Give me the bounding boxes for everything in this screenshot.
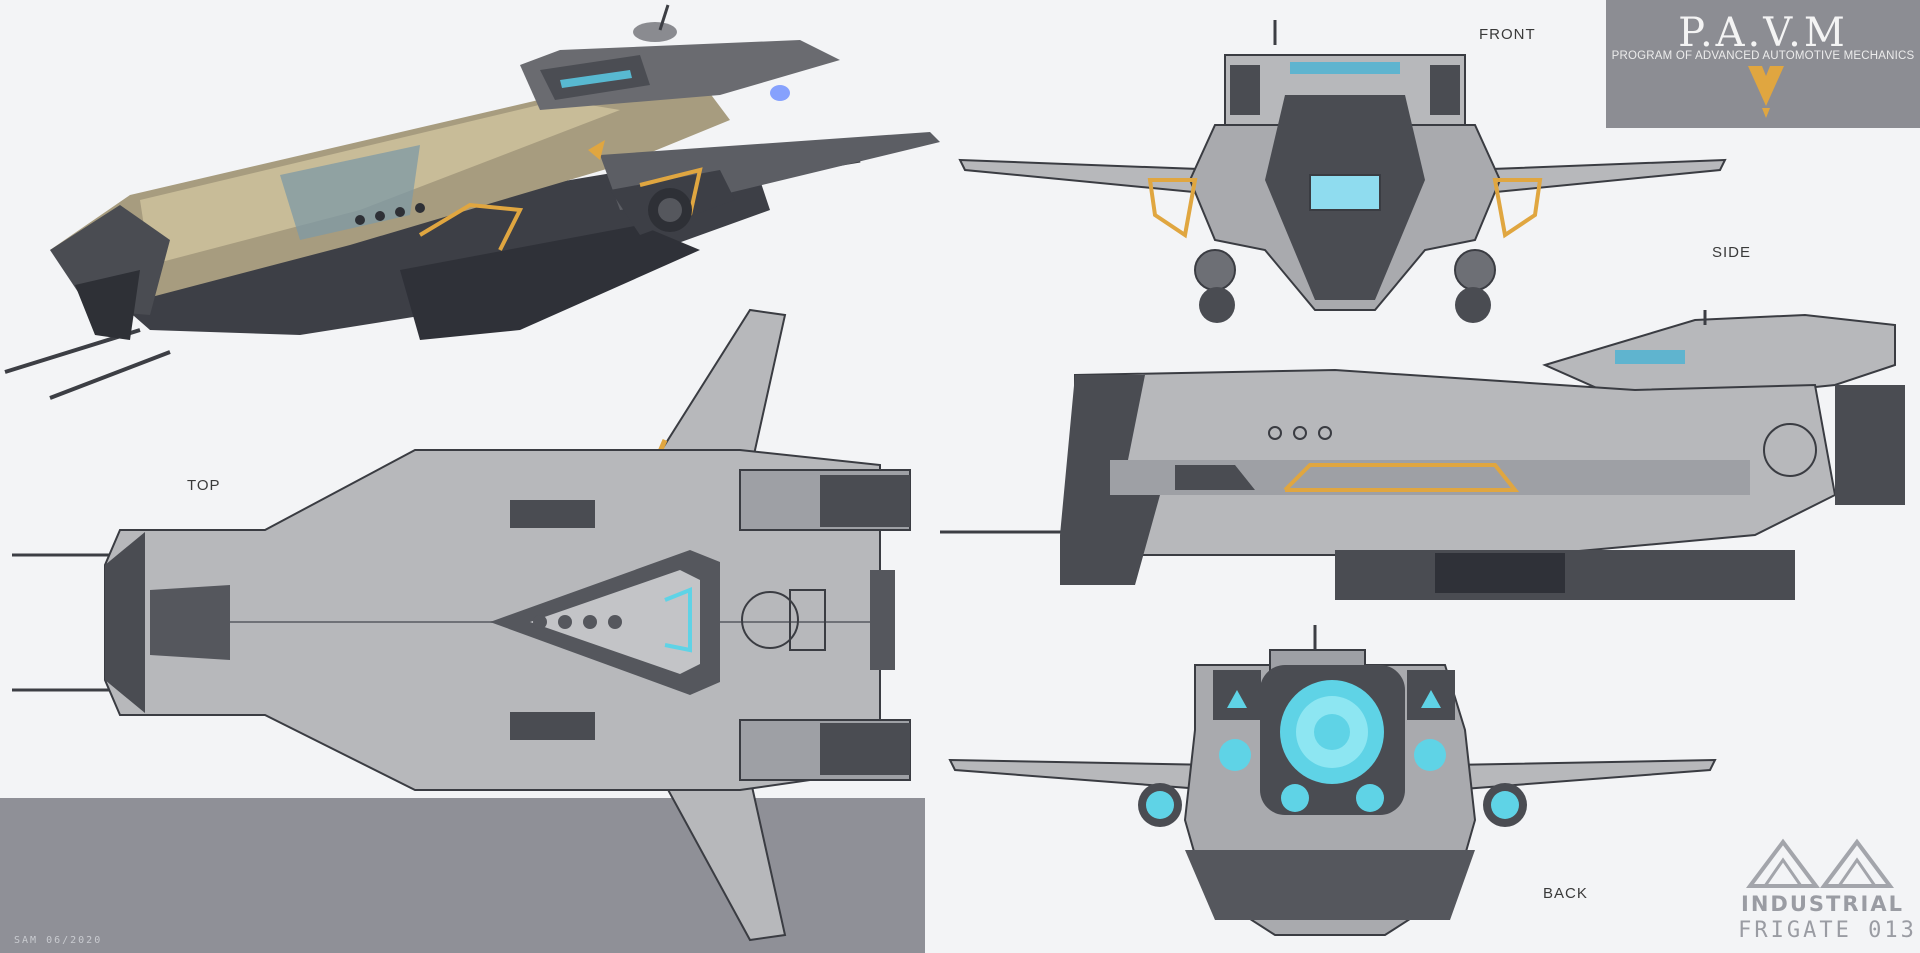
triangle-pair-icon (1746, 838, 1894, 888)
side-view-label: SIDE (1712, 244, 1752, 261)
pavm-logo: P.A.V.M PROGRAM OF ADVANCED AUTOMOTIVE M… (1606, 0, 1920, 128)
industrial-badge: INDUSTRIAL FRIGATE 013 (1735, 838, 1920, 953)
side-view-drawing (940, 310, 1905, 600)
artist-signature: SAM 06/2020 (14, 935, 103, 946)
top-view-drawing (12, 308, 911, 942)
logo-title: P.A.V.M (1678, 10, 1848, 56)
front-view-label: FRONT (1479, 26, 1536, 43)
front-view-drawing (958, 20, 1727, 323)
logo-subtitle: PROGRAM OF ADVANCED AUTOMOTIVE MECHANICS (1611, 50, 1915, 62)
badge-line-1: INDUSTRIAL (1741, 892, 1904, 916)
perspective-render (4, 4, 940, 400)
back-view-drawing (948, 625, 1717, 936)
chevron-down-icon (1748, 66, 1784, 118)
back-view-label: BACK (1543, 885, 1588, 902)
badge-line-2: FRIGATE 013 (1738, 918, 1917, 943)
top-view-label: TOP (187, 477, 221, 494)
